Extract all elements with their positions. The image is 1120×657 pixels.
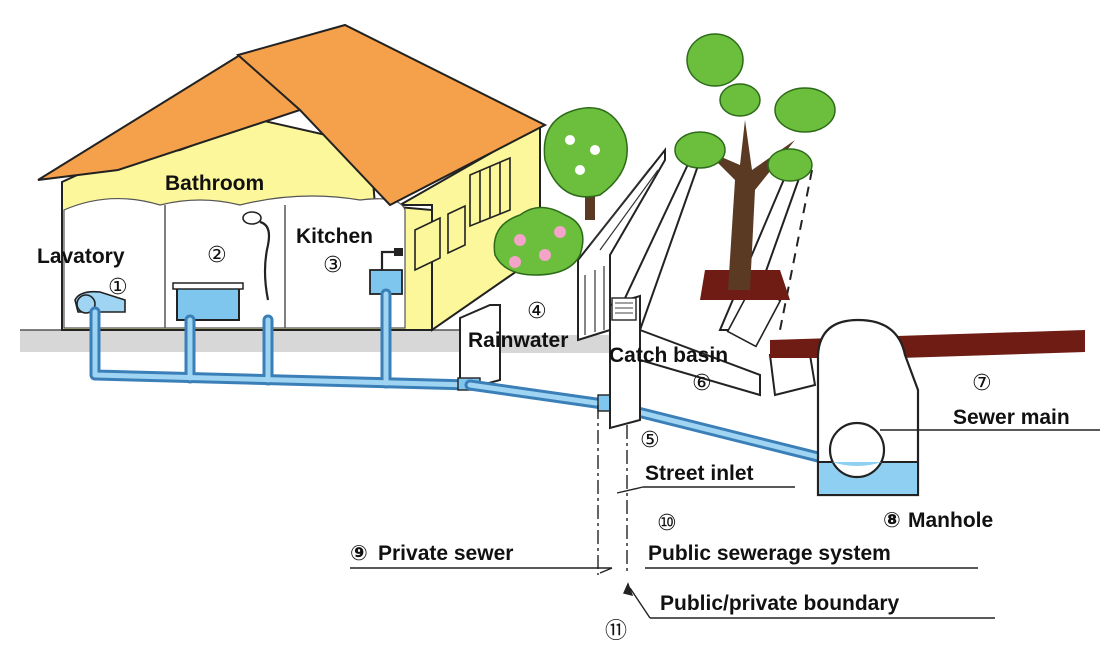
number-2: ② (207, 242, 227, 267)
number-1: ① (108, 274, 128, 299)
label-lavatory: Lavatory (37, 245, 125, 268)
number-3: ③ (323, 252, 343, 277)
boundary-lines (598, 405, 627, 575)
number-5: ⑤ (640, 427, 660, 452)
label-rainwater: Rainwater (468, 329, 568, 352)
number-11: ⑪ (605, 618, 627, 643)
number-6: ⑥ (692, 370, 712, 395)
manhole (818, 320, 918, 495)
number-4: ④ (527, 298, 547, 323)
label-sewer-main: Sewer main (953, 406, 1070, 429)
label-street-inlet: Street inlet (645, 462, 754, 485)
label-private-sewer: Private sewer (378, 542, 513, 565)
number-9: ⑨ (350, 542, 368, 565)
label-manhole: Manhole (908, 509, 993, 532)
label-kitchen: Kitchen (296, 225, 373, 248)
label-public-sewerage-system: Public sewerage system (648, 542, 891, 565)
sewer-main-pipe (830, 423, 884, 477)
number-8: ⑧ (883, 509, 901, 532)
small-tree (544, 108, 627, 220)
number-7: ⑦ (972, 370, 992, 395)
label-catch-basin: Catch basin (609, 344, 728, 367)
ground-band (20, 330, 460, 352)
number-10: ⑩ (657, 510, 677, 535)
label-bathroom: Bathroom (165, 172, 264, 195)
bathtub (173, 283, 243, 320)
label-public-private-boundary: Public/private boundary (660, 592, 900, 615)
